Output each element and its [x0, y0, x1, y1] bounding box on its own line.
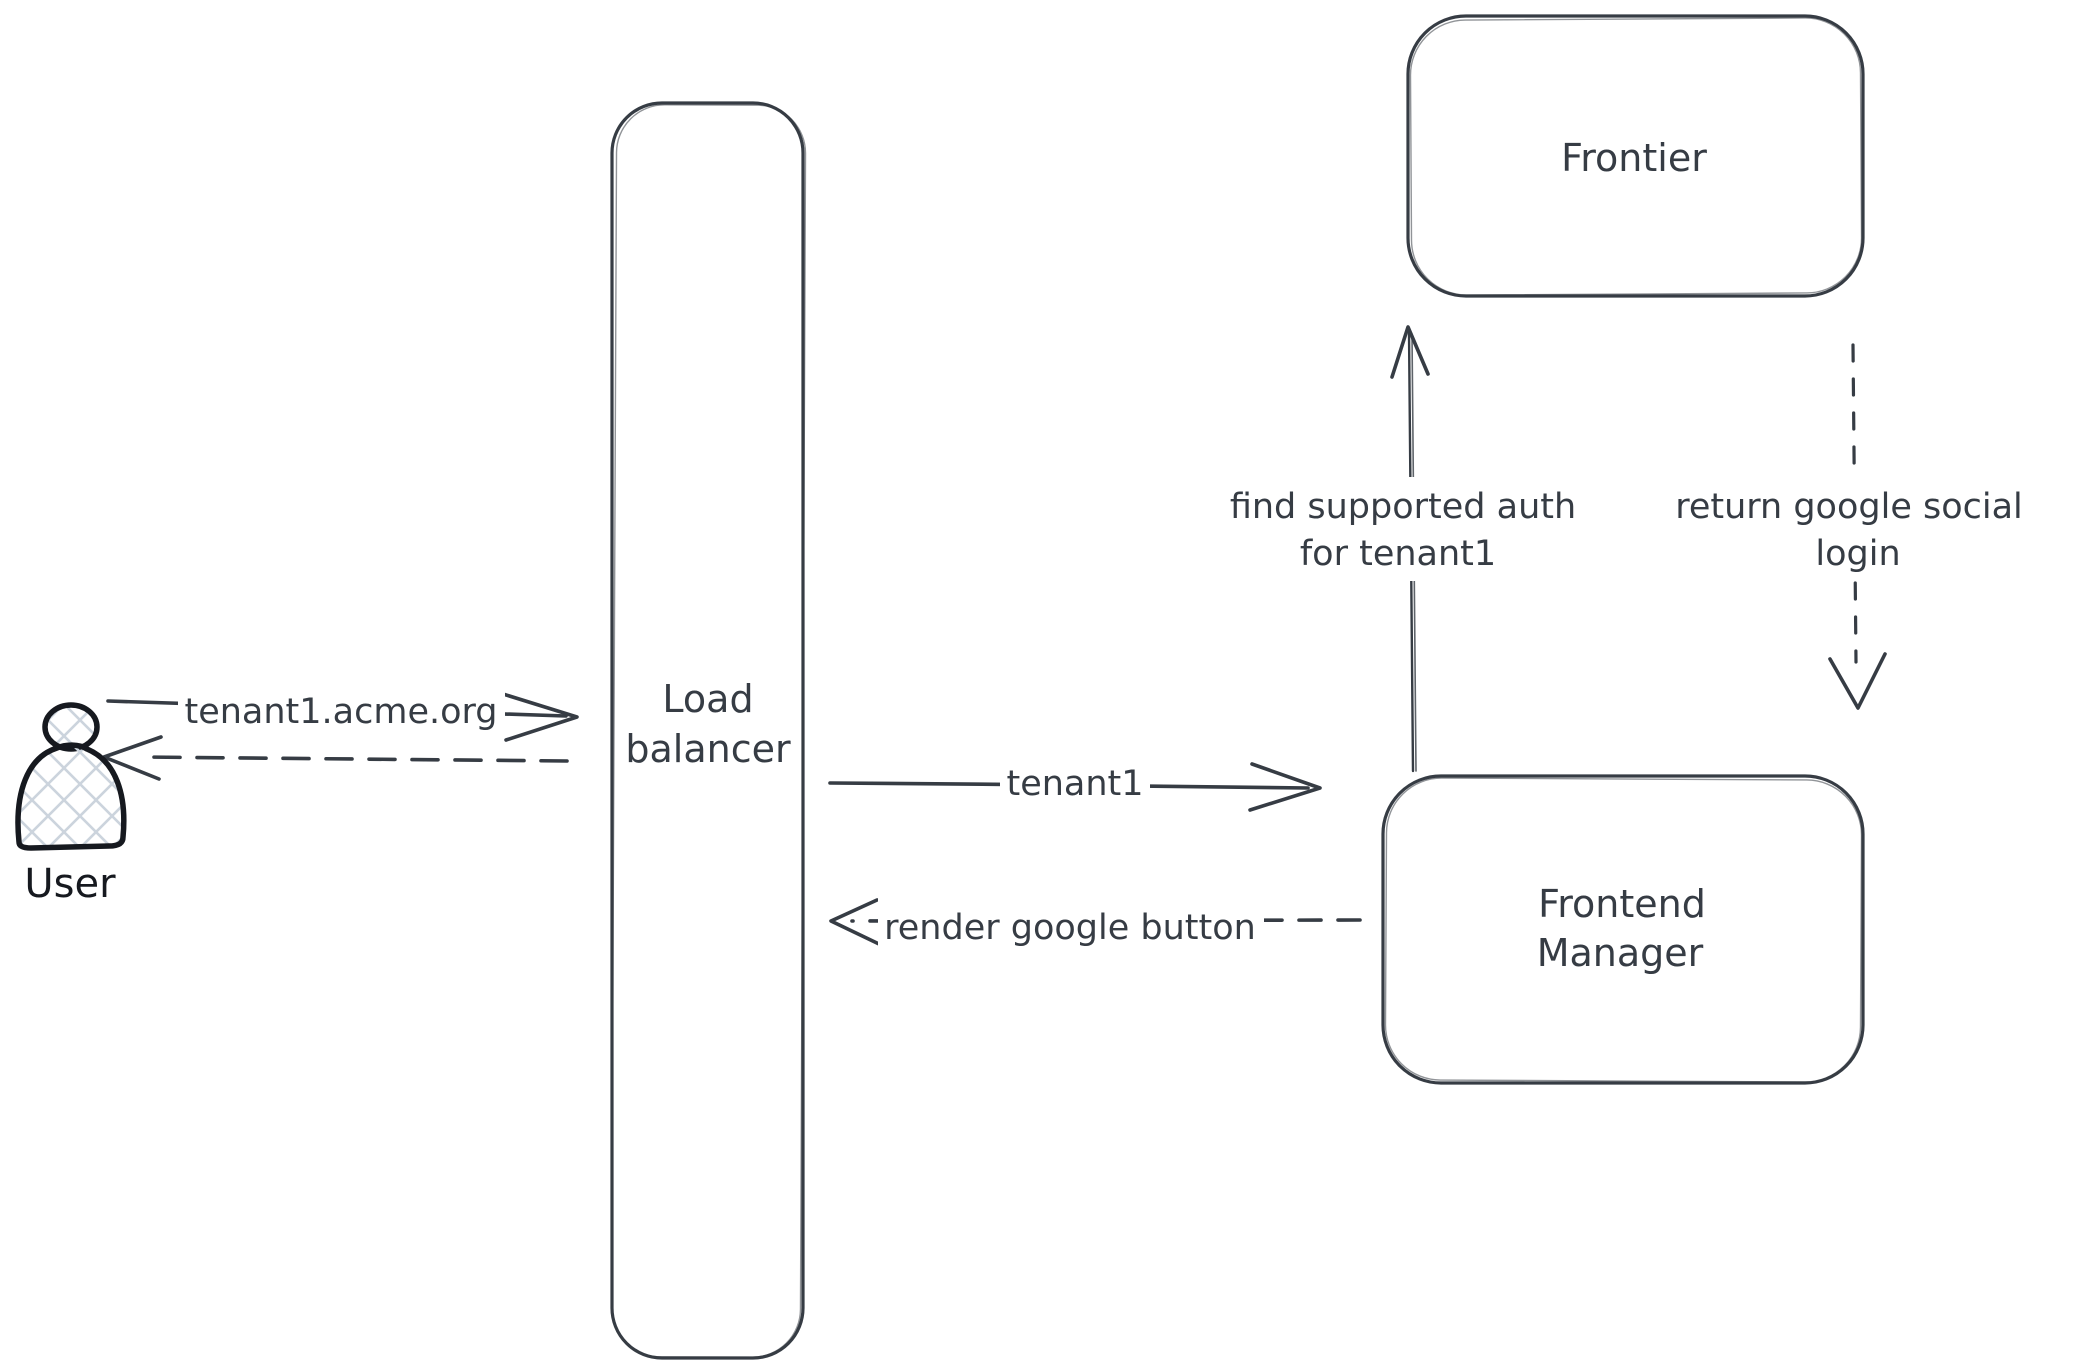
- label-background: [1210, 477, 1610, 581]
- edge-label-return-google-social-line1: return google social: [1675, 487, 2023, 527]
- arrowhead-down-icon: [1828, 652, 1887, 710]
- frontier-label: Frontier: [1561, 136, 1707, 180]
- frontend-manager-label-line2: Manager: [1537, 931, 1704, 975]
- label-background: [1650, 477, 2048, 581]
- node-frontier: [1406, 14, 1865, 298]
- node-load-balancer: [610, 101, 807, 1360]
- load-balancer-label-line2: balancer: [625, 727, 791, 771]
- arrowhead-left-icon: [829, 898, 881, 946]
- arrowhead-right-icon: [1248, 762, 1322, 812]
- load-balancer-label-line1: Load: [662, 677, 753, 721]
- edge-label-find-supported-auth-line2: for tenant1: [1300, 534, 1496, 574]
- arrow-load-balancer-to-user: [102, 735, 569, 781]
- label-background: [178, 680, 505, 734]
- person-body: [15, 742, 127, 851]
- person-icon: [15, 702, 127, 851]
- user-label: User: [24, 861, 116, 907]
- frontend-manager-label-line1: Frontend: [1538, 882, 1706, 926]
- arrowhead-up-icon: [1390, 325, 1430, 379]
- arrow-frontier-to-frontend-manager: [1828, 343, 1887, 710]
- node-frontend-manager: [1381, 774, 1865, 1085]
- edge-label-return-google-social-line2: login: [1815, 534, 1900, 574]
- edge-label-tenant1-acme-org: tenant1.acme.org: [184, 692, 497, 732]
- label-background: [1000, 760, 1150, 806]
- label-background: [878, 890, 1264, 950]
- edge-label-tenant1: tenant1: [1006, 764, 1143, 804]
- arrowhead-right-icon: [501, 692, 579, 742]
- edge-label-render-google-button: render google button: [884, 908, 1256, 948]
- edge-label-find-supported-auth-line1: find supported auth: [1230, 487, 1576, 527]
